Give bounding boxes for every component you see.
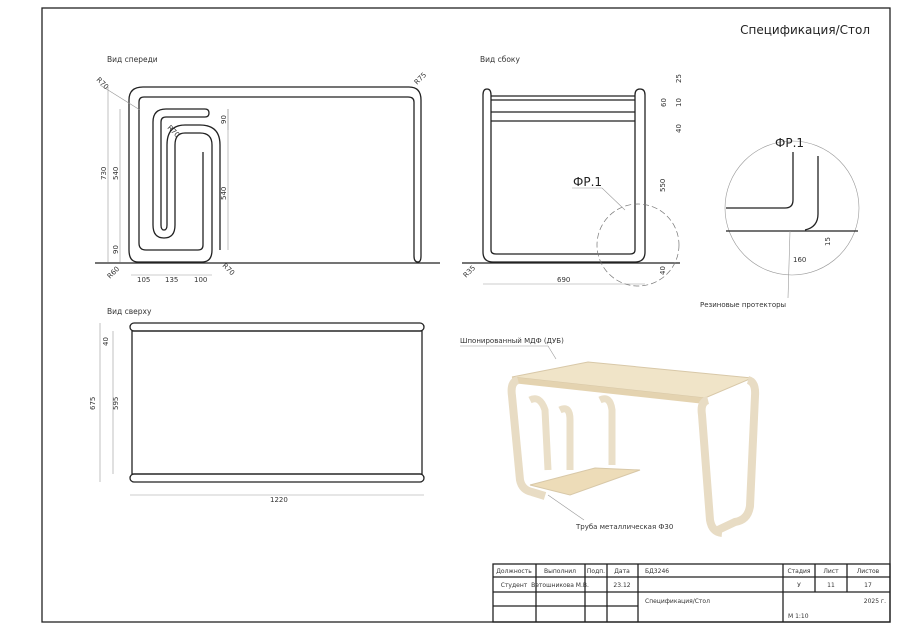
side-view: Вид сбоку ФР.1 25 60 10 40 550 40 R35 69… [462, 55, 683, 287]
views-front-dims-7: 90 [112, 245, 120, 254]
views-front-dims-4: 730 [100, 167, 108, 180]
serpentine-tube [138, 108, 221, 263]
sheet-title: Спецификация/Стол [740, 23, 870, 37]
title_block-row1-1: Ветошникова М.В. [531, 582, 589, 589]
title_block-headers-2: Подп. [587, 568, 605, 575]
views-top-dims-2: 675 [89, 397, 97, 410]
title_block-stage_values-1: 11 [827, 582, 835, 589]
top-view-title: Вид сверху [107, 307, 152, 316]
title-block: Должность Выполнил Подп. Дата Студент Ве… [492, 563, 891, 623]
title_block-stage_headers-2: Листов [857, 568, 880, 575]
views-side-dims-7: 690 [557, 276, 570, 284]
views-render-label_top: Шпонированный МДФ (ДУБ) [460, 337, 564, 345]
front-view-title: Вид спереди [107, 55, 158, 64]
side-view-title: Вид сбоку [480, 55, 520, 64]
title_block-headers-3: Дата [614, 568, 630, 575]
views-front-dims-11: 135 [165, 276, 178, 284]
title_block-headers-0: Должность [496, 568, 532, 575]
title_block-stage_values-2: 17 [864, 582, 872, 589]
views-side-callout: ФР.1 [573, 175, 602, 189]
views-side-dims-2: 10 [675, 98, 683, 107]
detail-view: ФР.1 15 160 Резиновые протекторы [700, 136, 860, 309]
views-front-dims-3: 90 [220, 115, 228, 124]
views-render-label_tube: Труба металлическая Ф30 [575, 523, 673, 531]
views-front-dims-6: 540 [220, 187, 228, 200]
views-detail-dims-1: 160 [793, 256, 806, 264]
views-top-dims-1: 595 [112, 397, 120, 410]
views-front-dims-10: 105 [137, 276, 150, 284]
views-front-dims-5: 540 [112, 167, 120, 180]
views-detail-note: Резиновые протекторы [700, 301, 786, 309]
title_block-name: Спецификация/Стол [645, 598, 710, 605]
title_block-stage_headers-0: Стадия [787, 568, 810, 575]
side-frame-tube [482, 88, 646, 263]
sheet-frame [41, 7, 891, 623]
views-front-dims-12: 100 [194, 276, 207, 284]
views-detail-dims-0: 15 [824, 237, 832, 246]
views-side-dims-0: 25 [675, 74, 683, 83]
top-view: Вид сверху 40 595 675 1220 [89, 307, 425, 504]
title_block-code: БД3246 [645, 568, 669, 575]
views-side-dims-5: 40 [659, 266, 667, 275]
title_block-scale: М 1:10 [788, 613, 809, 620]
title_block-headers-1: Выполнил [544, 568, 576, 575]
views-detail-title: ФР.1 [775, 136, 804, 150]
detail-callout-circle [596, 203, 680, 287]
views-side-dims-3: 40 [675, 124, 683, 133]
title_block-stage_values-0: У [797, 582, 801, 589]
title_block-row1-3: 23.12 [613, 582, 630, 589]
title_block-stage_headers-1: Лист [823, 568, 839, 575]
views-top-dims-0: 40 [102, 337, 110, 346]
title_block-row1-0: Студент [501, 582, 528, 589]
title_block-year: 2025 г. [864, 598, 886, 605]
views-side-dims-1: 60 [660, 98, 668, 107]
table-render: Шпонированный МДФ (ДУБ) Труба металличес… [460, 337, 760, 537]
front-frame-tube [128, 86, 422, 263]
views-side-dims-4: 550 [659, 179, 667, 192]
views-top-dims-3: 1220 [270, 496, 288, 504]
